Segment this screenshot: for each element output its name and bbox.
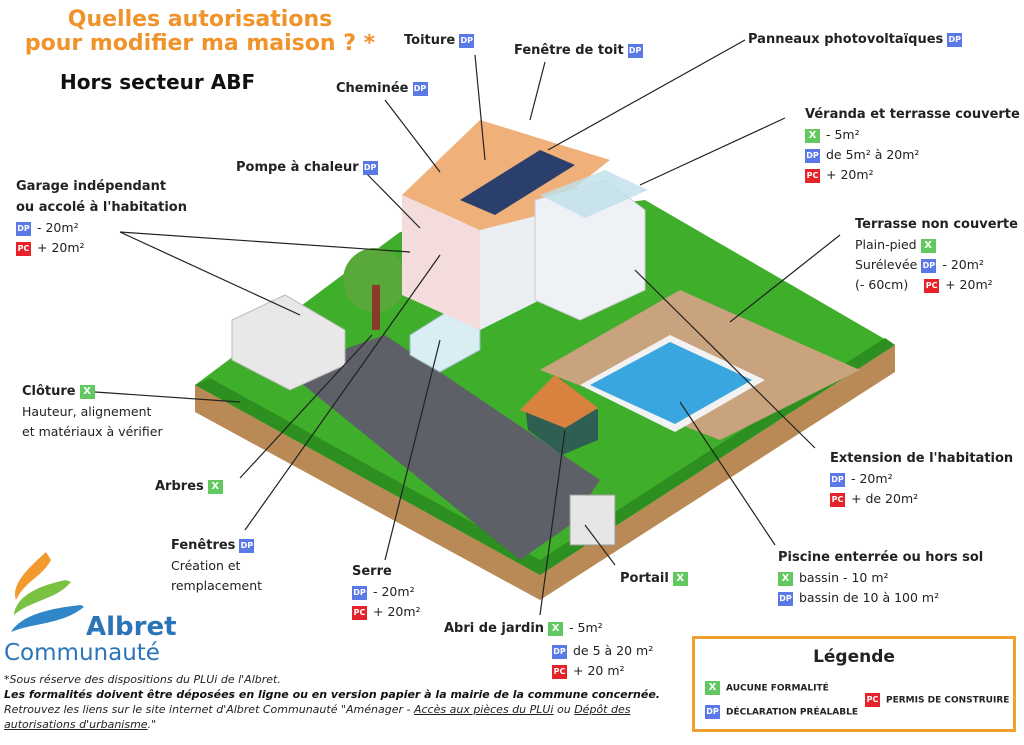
link-depot-autorisations[interactable]: Dépôt des autorisations d'urbanisme bbox=[4, 703, 631, 731]
logo-text-communaute: Communauté bbox=[4, 640, 160, 666]
label-serre: Serre DP- 20m² PC+ 20m² bbox=[352, 564, 421, 620]
page-subtitle: Hors secteur ABF bbox=[60, 70, 256, 94]
label-terrasse: Terrasse non couverte Plain-pied X Surél… bbox=[855, 217, 1018, 293]
house bbox=[402, 195, 480, 330]
legend-title: Légende bbox=[813, 647, 895, 667]
footer-bold: Les formalités doivent être déposées en … bbox=[4, 688, 660, 701]
albret-logo: Albret Communauté bbox=[4, 550, 204, 670]
footer-links: Retrouvez les liens sur le site internet… bbox=[4, 703, 631, 731]
label-arbres: Arbres X bbox=[155, 476, 229, 497]
veranda bbox=[540, 170, 648, 218]
leader-lines bbox=[94, 39, 841, 616]
gate bbox=[569, 494, 616, 546]
hedge bbox=[195, 338, 895, 575]
link-pieces-plui[interactable]: Accès aux pièces du PLUi bbox=[413, 703, 554, 716]
footer-note: *Sous réserve des dispositions du PLUi d… bbox=[4, 673, 281, 686]
label-pompe: Pompe à chaleur DP bbox=[236, 160, 378, 175]
pool-water bbox=[590, 342, 752, 424]
wooden-fence bbox=[195, 345, 895, 600]
solar-panels bbox=[460, 150, 575, 215]
footer-notes: *Sous réserve des dispositions du PLUi d… bbox=[4, 672, 684, 732]
driveway bbox=[285, 335, 600, 560]
label-abri: Abri de jardin X- 5m² bbox=[444, 620, 603, 636]
label-extension: Extension de l'habitation DP- 20m² PC+ d… bbox=[830, 451, 1014, 507]
tree bbox=[343, 248, 407, 312]
logo-text-albret: Albret bbox=[86, 612, 177, 642]
label-cheminee: Cheminée DP bbox=[336, 81, 428, 96]
label-portail: Portail X bbox=[620, 568, 694, 589]
logo-flame-icon bbox=[11, 552, 84, 632]
label-panneaux: Panneaux photovoltaïques DP bbox=[748, 32, 963, 47]
label-fenetre-toit: Fenêtre de toit DP bbox=[514, 43, 643, 58]
label-toiture: Toiture DP bbox=[404, 33, 475, 48]
